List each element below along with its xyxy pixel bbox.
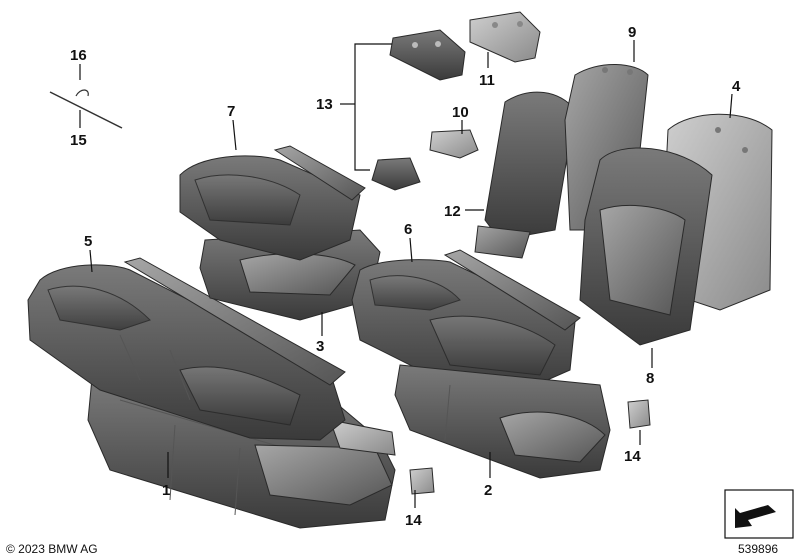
armrest-part: [474, 91, 576, 259]
leader-lines: [79, 40, 733, 508]
callout-9: 9: [628, 24, 636, 41]
direction-symbol-icon: [724, 489, 794, 539]
callout-6: 6: [404, 221, 412, 238]
callout-labels: 1 2 3 4 5 6 7 8 9 10 11 12 13 14 14 15 1…: [70, 24, 741, 529]
callout-12: 12: [444, 203, 461, 220]
wire-part: [49, 89, 123, 129]
seat-middle-right: [351, 249, 651, 479]
callout-3: 3: [316, 338, 324, 355]
seat-backrest-large: [27, 257, 346, 441]
backrest-right-group: [564, 64, 773, 346]
callout-4: 4: [732, 78, 741, 95]
callout-8: 8: [646, 370, 654, 387]
image-number: 539896: [738, 542, 778, 556]
seat-middle-left: [179, 145, 381, 321]
callout-16: 16: [70, 47, 87, 64]
callout-13: 13: [316, 96, 333, 113]
copyright-text: © 2023 BMW AG: [6, 542, 98, 556]
callout-14-right: 14: [624, 448, 641, 465]
callout-5: 5: [84, 233, 92, 250]
callout-7: 7: [227, 103, 235, 120]
callout-11: 11: [479, 72, 495, 89]
callout-2: 2: [484, 482, 492, 499]
callout-10: 10: [452, 104, 469, 121]
headrest-covers: [371, 11, 541, 191]
callout-14-left: 14: [405, 512, 422, 529]
callout-15: 15: [70, 132, 87, 149]
callout-1: 1: [162, 482, 170, 499]
